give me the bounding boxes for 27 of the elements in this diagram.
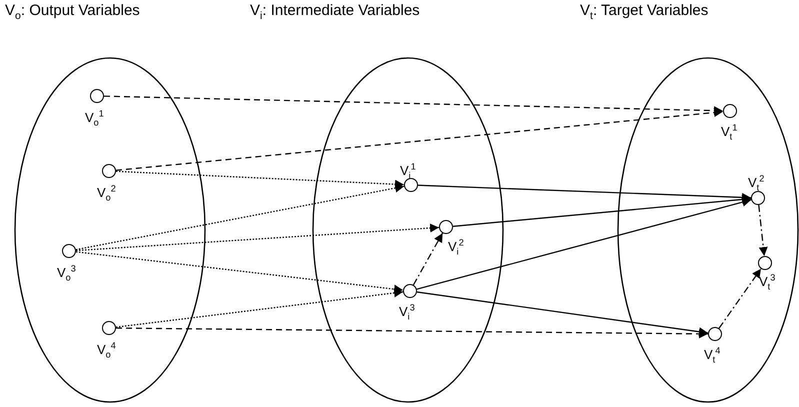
arrow (452, 195, 752, 227)
variable-circle (404, 178, 418, 192)
variable-circle (102, 164, 116, 178)
variable-circle (62, 244, 76, 258)
variable-circle (723, 104, 737, 118)
arrow (104, 96, 724, 116)
variable-circle (751, 191, 765, 205)
arrow (412, 232, 444, 286)
variable-circle (708, 327, 722, 341)
set-title: V$_{o}$: Output Variables (5, 2, 140, 20)
variable-circle (90, 89, 104, 103)
set-title: V$_{i}$: Intermediate Variables (250, 2, 420, 20)
arrow (116, 108, 724, 171)
arrow (116, 327, 708, 338)
arrow (416, 198, 752, 290)
variable-circle (758, 256, 772, 270)
variable-circle (102, 321, 116, 335)
arrow (758, 204, 768, 256)
arrow (416, 291, 708, 336)
arrow (718, 268, 762, 329)
arrow (116, 288, 404, 328)
variable-circle (439, 220, 453, 234)
arrow (76, 224, 440, 252)
variable-circle (403, 284, 417, 298)
set-title: V$_{t}$: Target Variables (580, 2, 708, 20)
arrow (76, 184, 404, 250)
arrow (76, 251, 404, 294)
